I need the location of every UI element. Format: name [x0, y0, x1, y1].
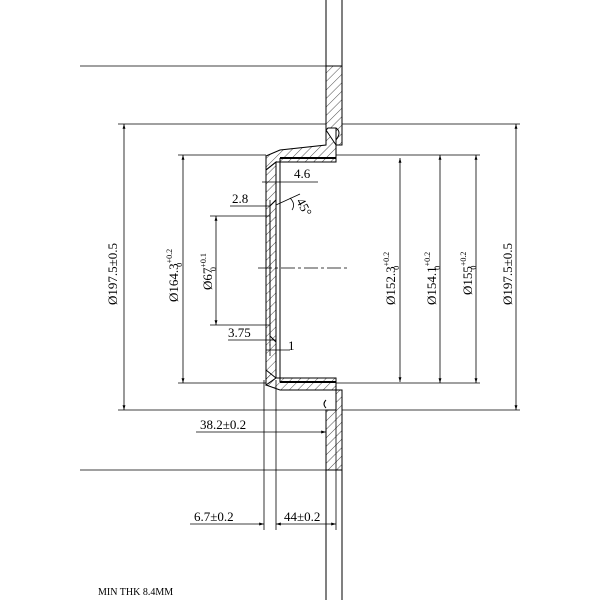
dim-outer-left-text: Ø197.5±0.5 — [105, 243, 120, 305]
dim-2-8-text: 2.8 — [232, 191, 248, 206]
dim-4-6-text: 4.6 — [294, 166, 311, 181]
dim-1-text: 1 — [288, 338, 295, 353]
dim-38-2-text: 38.2±0.2 — [200, 417, 246, 432]
dim-44-text: 44±0.2 — [284, 509, 320, 524]
dim-outer-right-text: Ø197.5±0.5 — [500, 243, 515, 305]
extension-lines — [80, 65, 520, 471]
dim-hub-text: Ø67+0.10 — [199, 253, 218, 290]
dim-inner-bore-text: Ø164.3+0.20 — [165, 249, 184, 302]
hub-face — [265, 160, 277, 386]
dim-3-75-text: 3.75 — [228, 325, 251, 340]
dim-154-text: Ø154.1+0.20 — [423, 252, 442, 305]
hub-step — [269, 199, 277, 343]
dim-45-text: 45° — [293, 195, 315, 218]
min-thickness-note: MIN THK 8.4MM — [98, 587, 173, 598]
lower-dims — [190, 380, 337, 530]
hat-wall-bottom — [265, 368, 337, 391]
dim-6-7-text: 6.7±0.2 — [194, 509, 234, 524]
lower-friction-ring — [325, 389, 343, 471]
feature-leaders — [228, 176, 318, 356]
dim-152-text: Ø152.3+0.20 — [382, 252, 401, 305]
dim-155-text: Ø155+0.20 — [459, 252, 478, 295]
